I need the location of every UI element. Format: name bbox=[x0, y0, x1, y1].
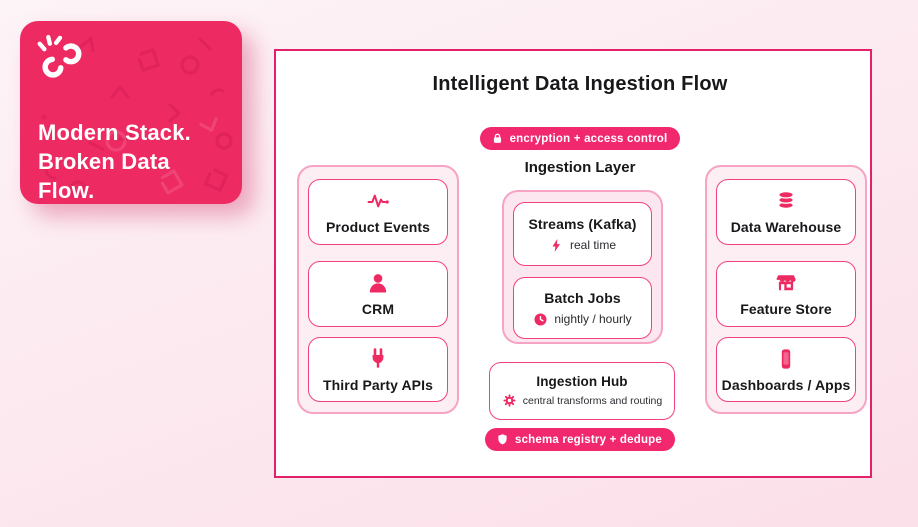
clock-icon bbox=[533, 312, 548, 327]
node-batch-jobs: Batch Jobs nightly / hourly bbox=[513, 277, 652, 339]
store-icon bbox=[774, 271, 798, 295]
encryption-badge-label: encryption + access control bbox=[509, 132, 668, 145]
node-data-warehouse: Data Warehouse bbox=[716, 179, 856, 245]
destinations-group: Data Warehouse Feature Store bbox=[705, 165, 867, 414]
schema-registry-badge-label: schema registry + dedupe bbox=[514, 433, 662, 446]
node-feature-store: Feature Store bbox=[716, 261, 856, 327]
ingestion-group: Streams (Kafka) real time Batch Jobs bbox=[502, 190, 663, 344]
encryption-badge: encryption + access control bbox=[290, 127, 870, 150]
node-label: Feature Store bbox=[740, 301, 832, 317]
pulse-icon bbox=[366, 189, 390, 213]
node-sublabel: nightly / hourly bbox=[554, 312, 632, 326]
shield-icon bbox=[496, 433, 509, 446]
node-streams-kafka: Streams (Kafka) real time bbox=[513, 202, 652, 266]
node-label: Streams (Kafka) bbox=[528, 215, 637, 232]
diagram-panel: Intelligent Data Ingestion Flow encrypti… bbox=[274, 49, 872, 478]
node-label: Product Events bbox=[325, 219, 431, 235]
node-dashboards-apps: Dashboards / Apps bbox=[716, 337, 856, 402]
node-label: Data Warehouse bbox=[730, 219, 842, 235]
broken-link-icon bbox=[37, 34, 82, 78]
diagram-title: Intelligent Data Ingestion Flow bbox=[432, 73, 728, 95]
node-label: Third Party APIs bbox=[323, 376, 433, 393]
gear-icon bbox=[502, 393, 517, 408]
brand-headline: Modern Stack. Broken Data Flow. bbox=[38, 120, 191, 203]
schema-registry-badge: schema registry + dedupe bbox=[290, 428, 870, 451]
node-label: Batch Jobs bbox=[544, 289, 621, 306]
node-product-events: Product Events bbox=[308, 179, 448, 245]
sources-group: Product Events CRM Third bbox=[297, 165, 459, 414]
phone-icon bbox=[774, 347, 798, 371]
plug-icon bbox=[366, 347, 390, 371]
node-crm: CRM bbox=[308, 261, 448, 327]
node-sublabel: central transforms and routing bbox=[522, 394, 663, 407]
node-sublabel: real time bbox=[569, 238, 616, 252]
lightning-icon bbox=[549, 238, 564, 253]
database-icon bbox=[774, 189, 798, 213]
person-icon bbox=[366, 271, 390, 295]
ingestion-layer-label: Ingestion Layer bbox=[524, 159, 636, 176]
brand-card: Modern Stack. Broken Data Flow. bbox=[20, 21, 242, 204]
doodle-pattern bbox=[41, 36, 233, 198]
node-label: Dashboards / Apps bbox=[721, 376, 851, 393]
node-label: CRM bbox=[361, 301, 395, 317]
node-third-party-apis: Third Party APIs bbox=[308, 337, 448, 402]
node-label: Ingestion Hub bbox=[536, 374, 628, 389]
node-ingestion-hub: Ingestion Hub central transform bbox=[489, 362, 675, 420]
lock-icon bbox=[491, 132, 504, 145]
